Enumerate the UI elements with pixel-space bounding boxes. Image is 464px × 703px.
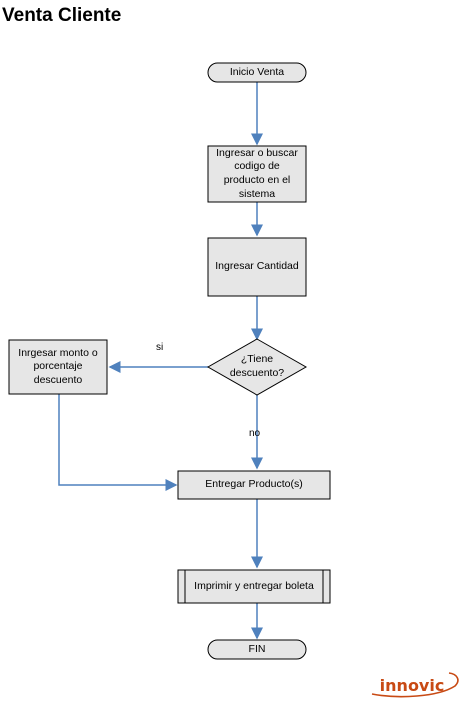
arrow-discount-to-deliver	[58, 394, 178, 491]
start-terminal-label: Inicio Venta	[229, 65, 285, 78]
print-subprocess-label: Imprimir y entregar boleta	[194, 579, 314, 592]
scan-process-label: Ingresar o buscar codigo de producto en …	[216, 146, 298, 200]
no-edge-label: no	[249, 428, 261, 439]
discount-process-label: Inrgesar monto o porcentaje descuento	[18, 346, 98, 386]
qty-process-label: Ingresar Cantidad	[215, 260, 299, 273]
scan-process-shape	[207, 145, 307, 203]
decision-label: ¿Tiene descuento?	[229, 353, 285, 379]
end-terminal-label: FIN	[248, 642, 266, 655]
yes-edge-label: si	[156, 342, 164, 353]
decision-shape	[206, 338, 308, 396]
logo-swoosh	[371, 672, 459, 698]
qty-process-shape	[207, 237, 307, 297]
print-subprocess-shape	[177, 569, 331, 604]
start-terminal-shape	[207, 62, 307, 83]
end-terminal-shape	[207, 639, 307, 660]
innovic-logo: innovic	[379, 676, 445, 695]
diagram-title: Venta Cliente	[2, 5, 122, 26]
deliver-process-label: Entregar Producto(s)	[205, 478, 303, 491]
deliver-process-shape	[177, 470, 331, 500]
discount-process-shape	[8, 339, 108, 395]
